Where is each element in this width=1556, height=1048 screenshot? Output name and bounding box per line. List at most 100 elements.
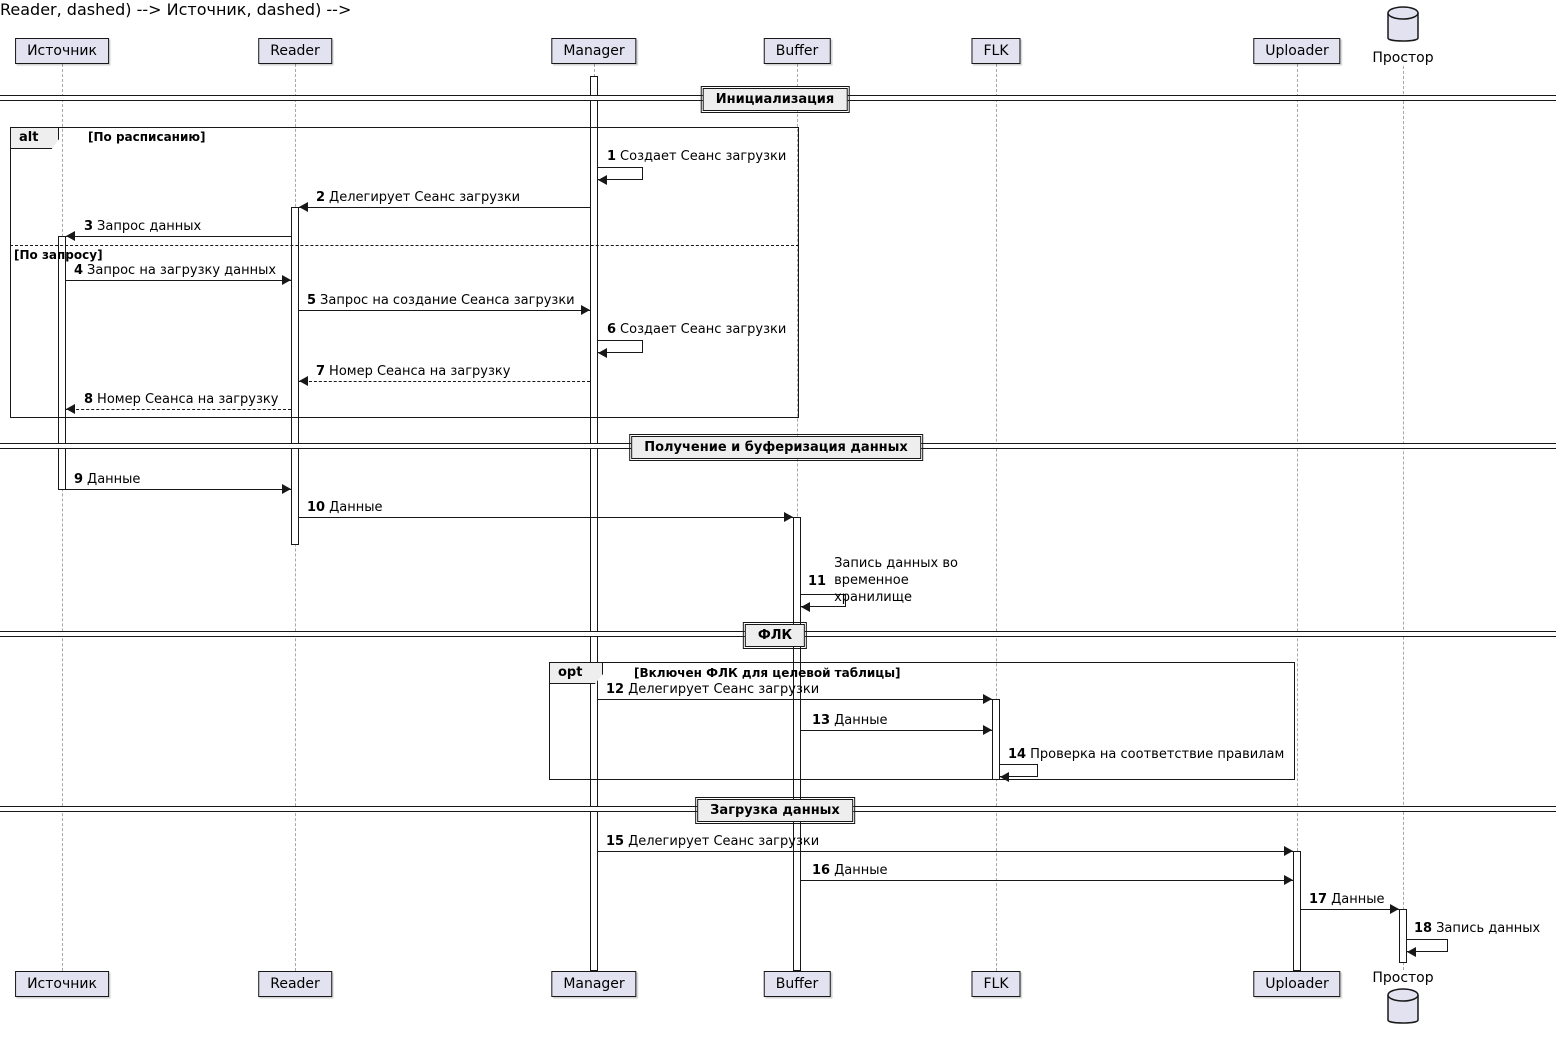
participant-label: Buffer (775, 43, 819, 59)
arrowhead (598, 348, 607, 358)
message-9-line (66, 489, 291, 490)
alt-else-condition: [По запросу] (14, 248, 103, 262)
alt-frame-operator: alt (11, 128, 60, 149)
participant-label: Источник (27, 976, 97, 992)
message-1-self-arrow (598, 167, 643, 180)
divider-text: ФЛК (757, 628, 793, 643)
divider-label-flk: ФЛК (742, 622, 808, 649)
activation-reader (291, 207, 299, 545)
participant-prostor-bottom: Простор (1372, 970, 1433, 986)
message-text: Запись данных (1436, 921, 1541, 936)
message-4-line (66, 280, 291, 281)
frame-operator-text: alt (19, 130, 39, 145)
arrowhead (1000, 772, 1009, 782)
message-text: Запрос на создание Сеанса загрузки (320, 293, 575, 308)
message-text: Данные (834, 863, 888, 878)
message-text: Делегирует Сеанс загрузки (628, 682, 820, 697)
lifeline-uploader (1297, 64, 1298, 971)
message-number: 15 (606, 834, 625, 849)
arrowhead (598, 175, 607, 185)
divider-label-init: Инициализация (700, 86, 850, 113)
message-number: 5 (307, 293, 317, 308)
message-text: Создает Сеанс загрузки (620, 322, 787, 337)
message-3-line (66, 236, 291, 237)
participant-label: FLK (983, 976, 1009, 992)
opt-frame-condition: [Включен ФЛК для целевой таблицы] (634, 666, 901, 680)
participant-flk-top: FLK (971, 38, 1021, 64)
message-text: Проверка на соответствие правилам (1030, 747, 1285, 762)
message-text: Данные (1331, 892, 1385, 907)
participant-label: Uploader (1265, 976, 1329, 992)
message-text: Номер Сеанса на загрузку (97, 392, 279, 407)
message-8-line (66, 409, 291, 410)
frame-condition-text: [По запросу] (14, 248, 103, 262)
message-2-line (299, 207, 590, 208)
participant-istochnik-top: Источник (15, 38, 109, 64)
participant-uploader-bottom: Uploader (1253, 971, 1341, 997)
message-16-line (801, 880, 1293, 881)
divider-text: Получение и буферизация данных (644, 440, 908, 455)
arrowhead (581, 305, 590, 315)
message-text: Данные (834, 713, 888, 728)
activation-manager (590, 76, 598, 971)
message-text: Запрос данных (97, 219, 202, 234)
arrowhead (1284, 875, 1293, 885)
divider-text: Инициализация (715, 92, 835, 107)
message-number: 14 (1008, 747, 1027, 762)
participant-label: Источник (27, 43, 97, 59)
message-number: 1 (607, 149, 617, 164)
message-text: Запрос на загрузку данных (87, 263, 277, 278)
message-12-line (598, 699, 992, 700)
arrowhead (282, 275, 291, 285)
message-5-line (299, 310, 590, 311)
message-14-self-arrow (1000, 764, 1038, 777)
message-7-line (299, 381, 590, 382)
frame-operator-text: opt (558, 665, 583, 680)
opt-frame-operator: opt (550, 663, 604, 684)
message-number: 10 (307, 500, 326, 515)
database-icon (1385, 987, 1421, 1033)
message-number: 7 (316, 364, 326, 379)
message-text: Делегирует Сеанс загрузки (628, 834, 820, 849)
participant-label: Manager (563, 43, 625, 59)
message-number: 4 (74, 263, 84, 278)
message-text: Данные (329, 500, 383, 515)
opt-frame: opt (549, 662, 1295, 780)
participant-label: Buffer (775, 976, 819, 992)
arrowhead (282, 484, 291, 494)
participant-label: FLK (983, 43, 1009, 59)
activation-istochnik (58, 236, 66, 490)
arrowhead (983, 725, 992, 735)
participant-manager-top: Manager (551, 38, 637, 64)
arrowhead (299, 202, 308, 212)
participant-buffer-bottom: Buffer (763, 971, 831, 997)
activation-prostor (1399, 909, 1407, 963)
message-18-self-arrow (1407, 939, 1448, 952)
activation-uploader (1293, 851, 1301, 971)
message-11-self-arrow (801, 594, 846, 607)
message-number: 18 (1414, 921, 1433, 936)
arrowhead (784, 512, 793, 522)
message-text: Создает Сеанс загрузки (620, 149, 787, 164)
lifeline-flk (996, 64, 997, 971)
arrowhead (1407, 947, 1416, 957)
participant-uploader-top: Uploader (1253, 38, 1341, 64)
message-number: 13 (812, 713, 831, 728)
message-text: Данные (87, 472, 141, 487)
participant-prostor-top: Простор (1372, 50, 1433, 66)
message-number: 3 (84, 219, 94, 234)
frame-condition-text: [По расписанию] (88, 130, 206, 144)
message-number: 8 (84, 392, 94, 407)
participant-label: Простор (1372, 50, 1434, 66)
arrowhead (66, 231, 75, 241)
message-number: 2 (316, 190, 326, 205)
